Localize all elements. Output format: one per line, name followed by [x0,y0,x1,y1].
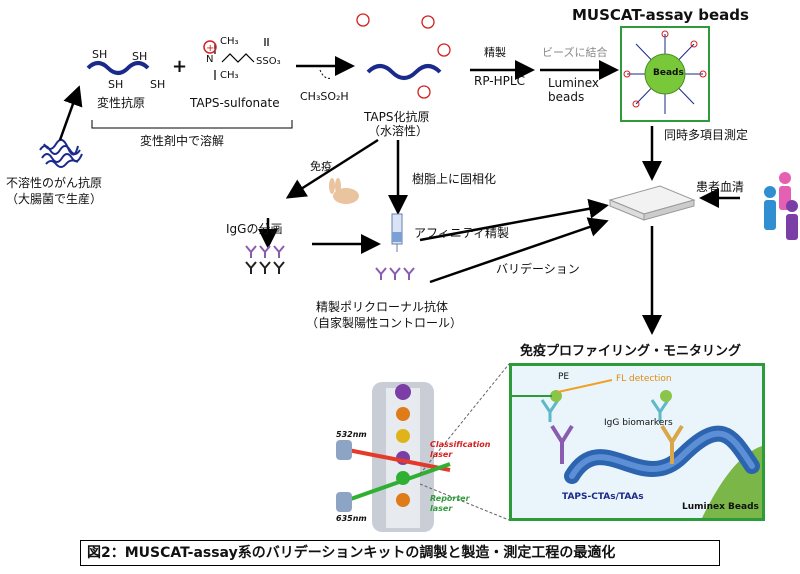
multiplex-label: 同時多項目測定 [664,128,749,142]
arrow-immunize [285,138,379,199]
affinity-column-icon [391,213,403,252]
rabbit-icon [329,178,359,204]
taps-charges [356,13,451,99]
fl-detection-label: FL detection [616,374,672,384]
svg-text:+: + [206,43,214,54]
igg-fraction-label: IgGの分画 [226,222,283,236]
sh-label-1: SH [92,48,108,61]
taps-sulfonate-label: TAPS-sulfonate [190,96,280,110]
water-soluble-label: （水溶性） [368,124,429,138]
sh-label-2: SH [132,50,148,63]
profiling-title: 免疫プロファイリング・モニタリング [520,344,742,359]
inhouse-control-label: （自家製陽性コントロール） [306,316,463,330]
classification-laser-label: Classification laser [430,440,491,459]
denatured-antigen-label: 変性抗原 [97,96,146,110]
insoluble-antigen-icon [39,138,83,168]
ch3-label-2: CH₃ [220,70,239,81]
bracket [91,120,293,129]
flow-cell-icon [336,382,451,532]
polyclonal-label: 精製ポリクローナル抗体 [316,300,449,314]
arrow-up [58,85,83,141]
pe-label: PE [558,372,570,382]
plus-charge-icon [203,40,217,54]
beads-label: Beads [653,68,684,78]
insoluble-antigen-label: 不溶性のがん抗原 [6,176,103,190]
patients-icon [764,172,798,240]
immune-profiling-inset: PE FL detection IgG biomarkers TAPS-CTAs… [509,363,765,521]
ecoli-label: （大腸菌で生産） [6,192,103,206]
ch3-label-1: CH₃ [220,36,239,47]
patient-serum-label: 患者血清 [696,180,745,194]
purify-label: 精製 [484,46,506,59]
laser-635-label: 635nm [336,514,367,523]
beads-word-label: beads [548,90,585,104]
arrow-validation [429,217,609,284]
figure-caption: 図2：MUSCAT-assay系のバリデーションキットの調製と製造・測定工程の最… [80,540,720,566]
affinity-label: アフィニティ精製 [414,226,510,240]
luminex-label: Luminex [548,76,599,90]
reporter-laser-label: Reporter laser [430,494,470,513]
sso3-label: SSO₃ [256,56,281,67]
laser-532-label: 532nm [336,430,367,439]
igg-biomarkers-label: IgG biomarkers [604,418,673,428]
resin-label: 樹脂上に固相化 [412,172,497,186]
validation-label: バリデーション [496,262,580,276]
ch3so2h-label: CH₃SO₂H [300,90,349,103]
plus-sign: + [172,56,188,77]
n-label: N [206,54,214,65]
bead-bind-label: ビーズに結合 [542,46,608,59]
sh-label-3: SH [108,78,124,91]
beads-title: MUSCAT-assay beads [572,6,749,24]
sh-label-4: SH [150,78,166,91]
arrow-affinity-plate [419,198,609,242]
taps-antigen-label: TAPS化抗原 [364,110,430,124]
luminex-beads-label: Luminex Beads [682,502,759,512]
taps-sulfonate-molecule [214,38,269,80]
denaturant-label: 変性剤中で溶解 [140,134,225,148]
taps-ctas-label: TAPS-CTAs/TAAs [562,492,644,502]
muscat-beads-panel: Beads [620,26,710,122]
denatured-chain-icon [86,61,150,75]
taps-chain-icon [366,64,442,80]
immunize-label: 免疫 [310,160,332,173]
antibody-icons [245,245,415,280]
microplate-icon [608,185,696,221]
rp-hplc-label: RP-HPLC [474,74,525,88]
